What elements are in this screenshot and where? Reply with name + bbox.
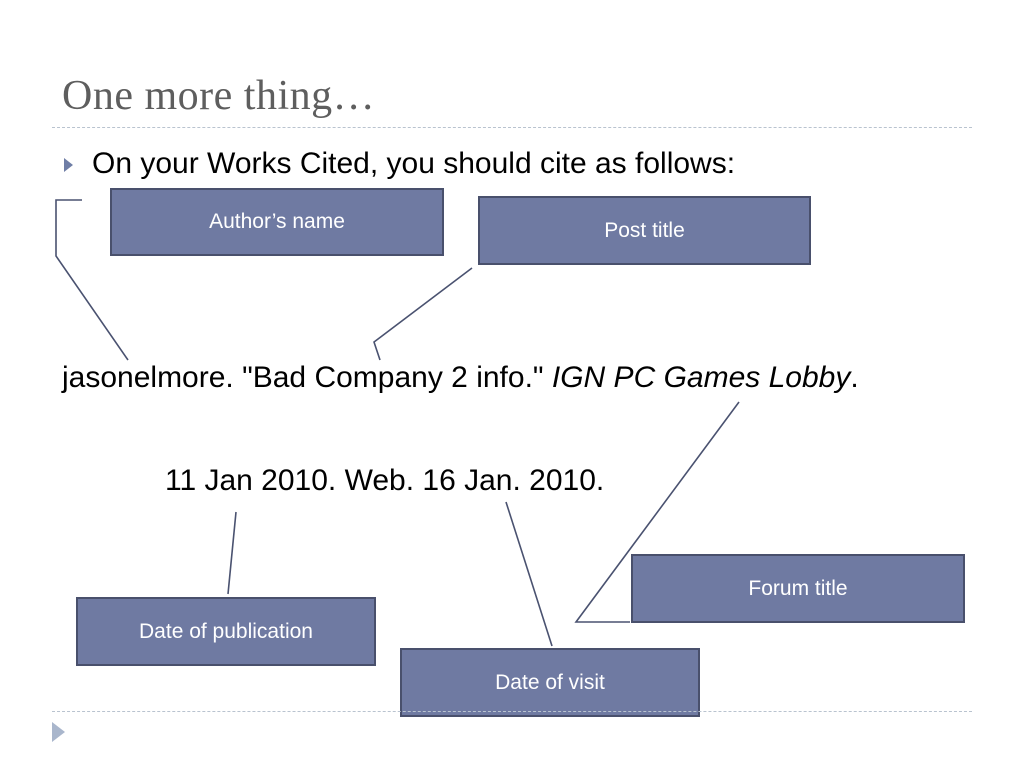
footer-divider: [52, 711, 972, 712]
post-title-connector: [373, 267, 473, 361]
author-name-label: Author’s name: [110, 188, 444, 256]
citation-line-2: 11 Jan 2010. Web. 16 Jan. 2010.: [165, 464, 605, 497]
date-of-visit-connector: [505, 501, 553, 647]
play-triangle-icon[interactable]: [52, 722, 65, 742]
date-of-visit-label: Date of visit: [400, 648, 700, 717]
date-of-publication-label: Date of publication: [76, 597, 376, 666]
forum-title-label: Forum title: [631, 554, 965, 623]
title-divider: [52, 127, 972, 128]
triangle-right-icon: [64, 158, 73, 172]
slide-title: One more thing…: [62, 73, 376, 119]
date-of-publication-connector: [227, 511, 237, 595]
date-of-visit-label-text: Date of visit: [495, 670, 605, 694]
citation-line-1: jasonelmore. "Bad Company 2 info." IGN P…: [62, 361, 859, 395]
bullet-text: On your Works Cited, you should cite as …: [92, 147, 736, 180]
post-title-label: Post title: [478, 196, 811, 265]
citation-forum-title: IGN PC Games Lobby: [551, 361, 851, 394]
citation-period: .: [850, 361, 859, 394]
author-name-label-text: Author’s name: [209, 210, 345, 233]
citation-author-and-post: jasonelmore. "Bad Company 2 info.": [62, 361, 552, 394]
post-title-label-text: Post title: [604, 218, 685, 242]
forum-title-label-text: Forum title: [748, 576, 848, 600]
date-of-publication-label-text: Date of publication: [139, 619, 313, 643]
